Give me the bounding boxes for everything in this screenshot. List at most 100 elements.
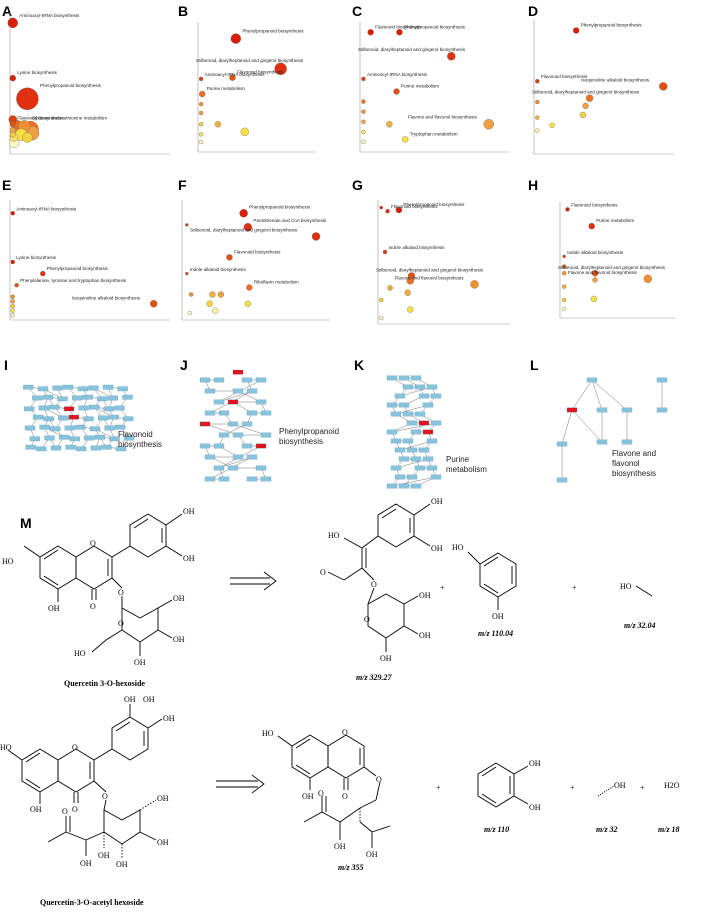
network-node <box>386 483 398 489</box>
bubble-point <box>212 307 219 314</box>
network-node <box>218 476 230 482</box>
bubble-label: Phenylpropanoid biosynthesis <box>47 266 109 271</box>
network-node <box>94 434 106 440</box>
network-node <box>406 474 418 480</box>
bubble-point <box>562 297 567 303</box>
atom-oh-2: OH <box>183 507 195 516</box>
bubble-point <box>592 277 598 283</box>
network-label-j-2: biosynthesis <box>279 437 323 446</box>
product-5-mz: m/z 110 <box>484 825 509 834</box>
atom-o-3: O <box>118 588 124 597</box>
network-node-hit <box>418 420 430 426</box>
bubble-label: Stilbenoid, diarylheptanoid and gingerol… <box>558 265 666 270</box>
bubble-label: Phenylpropanoid biosynthesis <box>403 202 465 207</box>
network-node <box>596 407 608 413</box>
bubble-point <box>395 206 403 214</box>
panel-letter-h: H <box>528 177 538 193</box>
panel-letter-m: M <box>20 515 32 531</box>
network-node <box>390 438 402 444</box>
bubble-label: Flavonoid biosynthesis <box>234 249 281 254</box>
network-node <box>402 384 414 390</box>
bubble-label: Flavone and flavonol biosynthesis <box>395 275 465 280</box>
network-label-i-2: biosynthesis <box>118 440 162 449</box>
bubble-point <box>591 270 599 277</box>
bubble-label: Flavonoid biosynthesis <box>541 74 588 79</box>
panel-letter-i: I <box>4 357 8 373</box>
atom-oh-18: OH <box>157 838 169 847</box>
network-node <box>97 396 108 402</box>
bubble-point <box>535 115 540 120</box>
product-329-structure <box>327 503 431 652</box>
network-node <box>414 411 426 417</box>
network-edge <box>571 379 593 411</box>
network-node <box>246 388 258 394</box>
network-node <box>42 394 54 400</box>
bubble-point <box>573 27 580 34</box>
network-node-hit <box>233 370 243 375</box>
network-node <box>556 477 568 483</box>
bubble-point <box>382 249 388 255</box>
atom-oh-20: OH <box>98 851 110 860</box>
network-label-l-1: Flavone and <box>612 449 656 458</box>
bubble-point <box>217 291 225 298</box>
atom-oh-8: OH <box>431 544 443 553</box>
network-node <box>410 483 422 489</box>
network-node <box>410 375 422 381</box>
bubble-label: Indole alkaloid biosynthesis <box>567 250 624 255</box>
bubble-point <box>7 17 18 29</box>
bubble-label: Purine metabolism <box>596 218 634 223</box>
bubble-point <box>243 223 253 232</box>
product-1-mz: m/z 329.27 <box>356 673 393 682</box>
network-node <box>122 394 133 400</box>
bubble-point <box>396 29 403 36</box>
bubble-point <box>229 74 236 81</box>
network-node <box>394 393 406 399</box>
network-node <box>255 399 267 405</box>
bubble-label: Isoquinoline alkaloid biosynthesis <box>72 295 141 300</box>
bubble-point <box>185 223 189 227</box>
atom-oh-24: OH <box>366 850 378 859</box>
bubble-point <box>393 88 400 95</box>
network-edge <box>399 440 433 451</box>
product-7-mz: m/z 18 <box>658 825 680 834</box>
bubble-label: Phenylpropanoid biosynthesis <box>249 204 311 209</box>
bubble-point <box>379 297 384 303</box>
bubble-label: Aminoacyl-tRNA biosynthesis <box>367 72 428 77</box>
network-node <box>232 432 244 438</box>
network-edge <box>218 456 253 469</box>
network-node <box>204 388 216 394</box>
bubble-point <box>10 313 15 318</box>
bubble-point <box>185 271 189 276</box>
bubble-label: Indole alkaloid biosynthesis <box>389 245 446 250</box>
bubble-point <box>10 211 15 216</box>
network-node <box>398 375 410 381</box>
network-node <box>260 410 272 416</box>
bubble-point <box>187 310 192 316</box>
network-node <box>394 474 406 480</box>
network-node <box>418 447 430 453</box>
network-node <box>57 396 68 402</box>
atom-o-7: O <box>364 615 370 624</box>
bubble-label: Stilbenoid, diarylheptanoid and gingerol… <box>376 268 484 273</box>
network-node <box>255 377 267 383</box>
atom-o-11: O <box>62 807 68 816</box>
network-node <box>394 447 406 453</box>
bubble-point <box>9 74 16 82</box>
product-2-mz: m/z 110.04 <box>478 629 513 638</box>
network-node <box>37 386 49 392</box>
network-node <box>402 438 414 444</box>
bubble-point <box>361 109 366 114</box>
quercetin-3-o-acetyl-hexoside-structure <box>7 704 163 858</box>
atom-o-6: O <box>371 580 377 589</box>
bubble-point <box>535 128 540 133</box>
product-6-mz: m/z 32 <box>596 825 618 834</box>
network-node <box>43 416 54 422</box>
bubble-point <box>562 284 567 289</box>
bubble-plot-f: Phenylpropanoid biosynthesisPantothenate… <box>181 200 330 321</box>
network-node <box>25 444 36 450</box>
bubble-label: Isoquinoline alkaloid biosynthesis <box>581 77 650 82</box>
network-node <box>398 483 410 489</box>
